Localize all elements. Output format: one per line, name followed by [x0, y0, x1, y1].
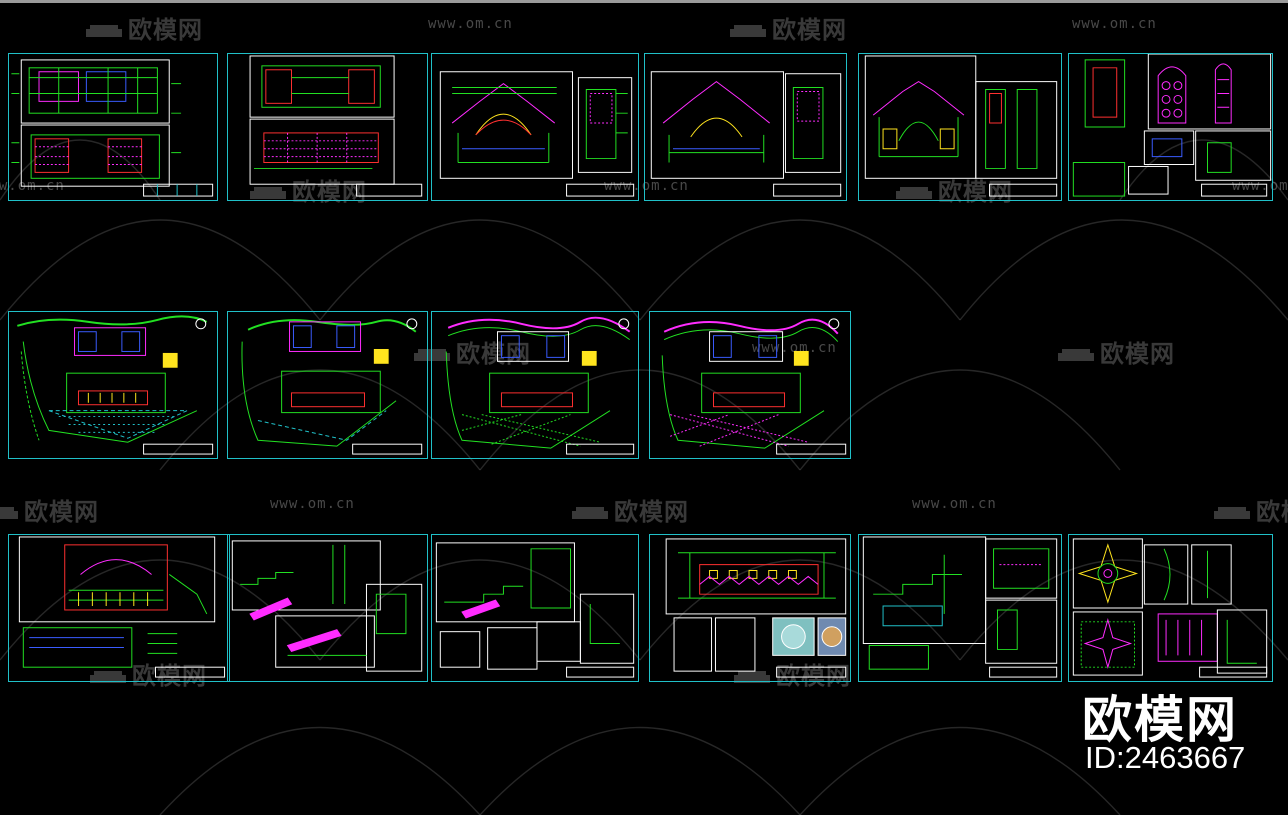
sofa-logo-icon [1214, 507, 1250, 519]
site-plan-sheet[interactable] [431, 311, 639, 459]
drawing-sheet-elevation[interactable] [644, 53, 847, 201]
site-plan-sheet[interactable] [227, 311, 428, 459]
sheet-linework [435, 542, 635, 678]
drawing-sheet-wall-detail[interactable] [649, 534, 851, 682]
watermark-brand: 欧模网 [84, 10, 203, 45]
sheet-linework [862, 536, 1058, 678]
drawing-sheet-section[interactable] [858, 53, 1062, 201]
drawing-sheet-window-detail[interactable] [1068, 53, 1273, 201]
drawing-sheet-plan[interactable] [227, 53, 428, 201]
model-id-label: ID:2463667 [1085, 740, 1246, 775]
drawing-sheet-ornament-detail[interactable] [1068, 534, 1273, 682]
drawing-sheet-plan[interactable] [8, 53, 218, 201]
watermark-brand: 欧模网 [1056, 334, 1175, 369]
sofa-logo-icon [86, 25, 122, 37]
sheet-linework [661, 318, 847, 455]
sheet-linework [864, 55, 1058, 197]
sofa-logo-icon [1058, 349, 1094, 361]
site-plan-sheet[interactable] [649, 311, 851, 459]
watermark-brand: 欧模网 [0, 492, 99, 527]
site-plan-sheet[interactable] [8, 311, 218, 459]
drawing-sheet-elevation[interactable] [431, 53, 639, 201]
sheet-linework [11, 59, 214, 197]
brand-logo-text: 欧模网 [1082, 691, 1238, 749]
sheet-linework [445, 316, 635, 455]
watermark-brand: 欧模网 [1212, 492, 1288, 527]
sheet-linework [249, 55, 423, 197]
watermark-url: www.om.cn [270, 496, 355, 512]
sheet-linework [1072, 538, 1268, 678]
drawing-sheet-wall-section[interactable] [858, 534, 1062, 682]
watermark-url: www.om.cn [912, 496, 997, 512]
sofa-logo-icon [572, 507, 608, 519]
watermark-url: www.om.cn [428, 16, 513, 32]
sheet-linework [241, 318, 423, 455]
sheet-linework [17, 315, 214, 455]
sheet-linework [665, 538, 847, 678]
drawing-sheet-step-detail[interactable] [431, 534, 639, 682]
watermark-brand: 欧模网 [728, 10, 847, 45]
sheet-linework [650, 71, 842, 197]
drawing-sheet-stair-detail[interactable] [227, 534, 428, 682]
window-top-edge [0, 0, 1288, 3]
sheet-linework [1072, 54, 1272, 197]
watermark-brand: 欧模网 [570, 492, 689, 527]
drawing-sheet-facade-detail[interactable] [8, 534, 230, 682]
sheet-linework [18, 536, 226, 678]
sofa-logo-icon [730, 25, 766, 37]
sheet-linework [231, 540, 423, 672]
sheet-linework [439, 71, 635, 197]
sofa-logo-icon [0, 507, 18, 519]
watermark-url: www.om.cn [1072, 16, 1157, 32]
